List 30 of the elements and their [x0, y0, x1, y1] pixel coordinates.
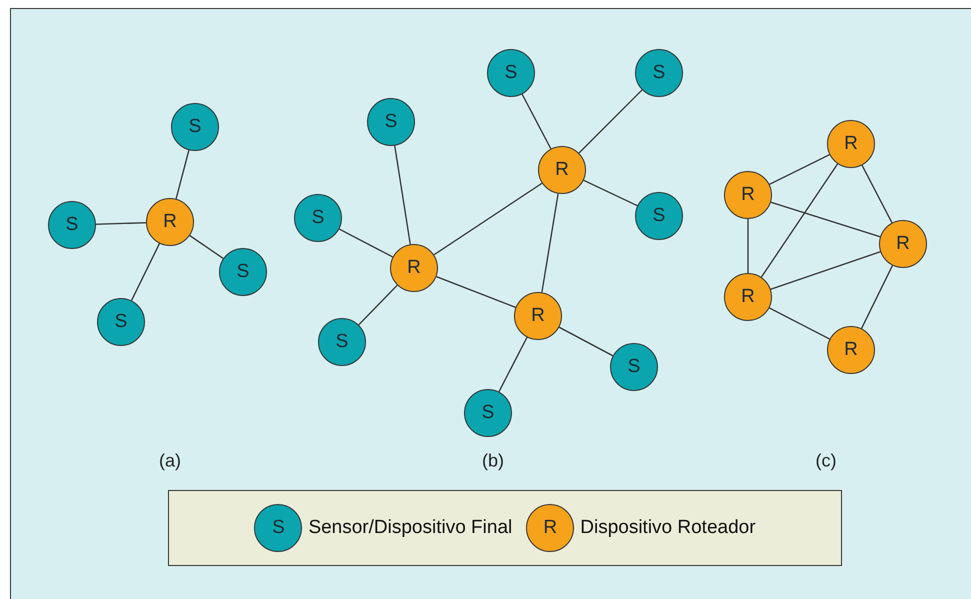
- link-line: [130, 243, 160, 301]
- link-line: [770, 251, 880, 290]
- link-line: [434, 182, 542, 256]
- link-line: [498, 337, 528, 392]
- link-line: [770, 202, 880, 238]
- legend-text: Dispositivo Roteador: [580, 517, 756, 539]
- panel-caption: (b): [482, 450, 504, 472]
- link-line: [522, 94, 552, 150]
- link-line: [558, 326, 614, 356]
- link-line: [436, 276, 516, 308]
- link-line: [338, 228, 394, 258]
- swatch-letter: S: [272, 517, 285, 539]
- link-line: [541, 194, 559, 292]
- panel-caption: (c): [816, 450, 836, 472]
- link-line: [583, 180, 638, 206]
- link-line: [769, 154, 830, 185]
- legend-text: Sensor/Dispositivo Final: [308, 517, 512, 539]
- link-line: [862, 165, 892, 223]
- link-line: [175, 150, 190, 199]
- link-line: [358, 284, 398, 326]
- link-line: [96, 222, 146, 225]
- link-line: [189, 235, 224, 259]
- link-line: [578, 90, 642, 154]
- panel-caption: (a): [159, 450, 181, 472]
- link-line: [769, 307, 830, 340]
- link-line: [860, 265, 894, 329]
- link-line: [747, 219, 749, 273]
- link-line: [394, 146, 411, 244]
- swatch-letter: R: [543, 517, 558, 539]
- link-line: [760, 164, 838, 278]
